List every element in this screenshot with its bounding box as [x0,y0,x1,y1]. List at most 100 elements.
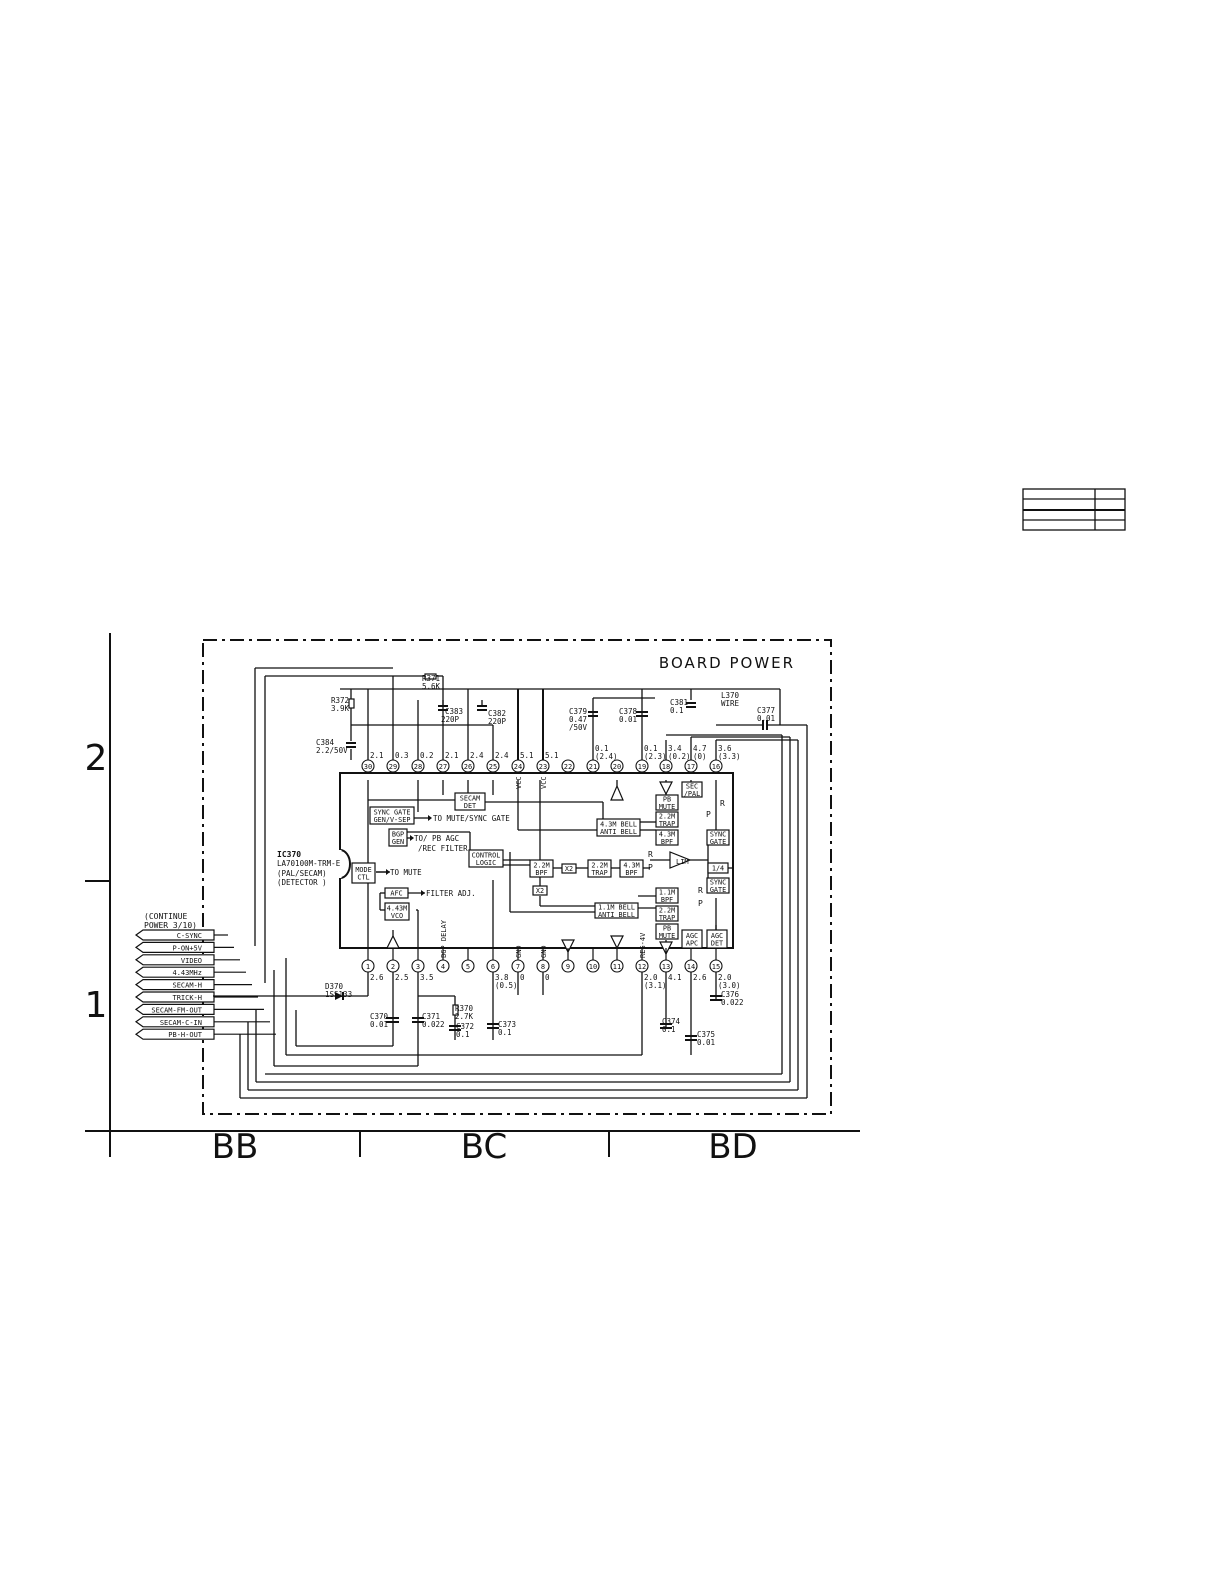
label-r1: R [720,799,725,808]
pin-number: 8 [541,963,545,971]
pin-16: 163.6(3.3) [709,744,741,773]
pin-number: 9 [566,963,570,971]
label-to-mute-sync: TO MUTE/SYNC GATE [433,814,510,823]
val-c384: 2.2/50V [316,746,348,755]
block-label: SECAM [460,794,480,802]
ref-c374: C374 [662,1017,681,1026]
block-label: ANTI BELL [598,911,635,919]
pin-number: 24 [514,763,522,771]
block-label: GEN/V-SEP [374,816,411,824]
pin-voltage: 2.0 [644,973,658,982]
pin-voltage: 0 [545,973,550,982]
block-label: 1.1M BELL [598,903,635,911]
pin-voltage: 2.6 [370,973,384,982]
ref-c371: C371 [422,1012,440,1021]
pin-voltage: 5.1 [545,751,559,760]
block-label: AGC [686,932,698,940]
pin-voltage: 2.4 [470,751,484,760]
label-p1: P [706,810,711,819]
block-label: TRAP [659,820,675,828]
block-label: 2.2M [591,861,607,869]
connector-p-on-5v: P-ON+5V [134,941,234,954]
pin-voltage: 0.1 [644,744,658,753]
pin-number: 26 [464,763,472,771]
pin7-gnd: GND [515,945,523,958]
val2-c379: /50V [569,723,588,732]
block-label: VCO [391,912,403,920]
connector-label: TRICK-H [172,994,202,1002]
pin-number: 1 [366,963,370,971]
block-label: CONTROL [472,851,501,859]
ref-c383: C383 [445,707,463,716]
pin-number: 28 [414,763,422,771]
connector-secam-fm-out: SECAM-FM-OUT [134,1003,264,1016]
connector-c-sync: C-SYNC [134,929,228,941]
val-d370: 1SS133 [325,990,352,999]
ic-ref: IC370 [277,850,301,859]
block-label: MODE [355,866,371,874]
pin-voltage: 0.2 [420,751,434,760]
pin-number: 5 [466,963,470,971]
val-c372: 0.1 [456,1030,470,1039]
label-r3: R [698,886,703,895]
pin-13: 134.1 [659,948,682,982]
pin-8: 80 [536,948,550,982]
ic-body [338,772,734,949]
block-label: 2.2M [659,906,675,914]
pin-3: 33.5 [411,948,434,982]
connector-pb-h-out: PB-H-OUT [134,1028,276,1040]
block-label: CTL [357,873,369,881]
ref-c376: C376 [721,990,740,999]
label-rec-filter: /REC FILTER [418,844,468,853]
label-to-pb-agc: TO/ PB AGC [414,834,459,843]
continue-note-1: (CONTINUE [144,912,188,921]
pin-voltage: 2.4 [495,751,509,760]
buffer-pin20 [610,784,624,801]
pin-voltage: 5.1 [520,751,534,760]
ref-c382: C382 [488,709,506,718]
val-c374: 0.1 [662,1025,676,1034]
pin-number: 3 [416,963,420,971]
block-label: 1/4 [712,865,724,873]
block-label: /PAL [684,790,700,798]
pin-10: 10 [586,948,600,973]
val-c371: 0.022 [422,1020,445,1029]
val-c378: 0.01 [619,715,637,724]
pin-2: 22.5 [386,948,409,982]
pin-voltage-rec: (2.4) [595,752,618,761]
pin-27: 272.1 [436,751,459,773]
connector-label: SECAM-H [172,982,202,990]
ref-d370: D370 [325,982,344,991]
block-label: TRAP [591,869,607,877]
val-c373: 0.1 [498,1028,512,1037]
val-c377: 0.01 [757,714,775,723]
label-filter-adj: FILTER ADJ. [426,889,476,898]
pin-voltage: 2.1 [445,751,459,760]
pin-number: 27 [439,763,447,771]
connector-label: SECAM-FM-OUT [151,1006,202,1014]
block-label: ANTI BELL [600,828,637,836]
block-label: SYNC GATE [374,808,411,816]
block-label: SYNC [710,878,726,886]
pin-voltage: 3.4 [668,744,682,753]
pin-voltage-rec: (2.3) [644,752,667,761]
pin-14: 142.6 [684,948,707,982]
pin-number: 13 [662,963,670,971]
pin23-vcc: VCC [540,776,548,789]
pin-12: 122.0(3.1) [635,948,667,990]
zone-row-2: 2 [85,738,108,779]
pin12-reg: REG-4V [639,932,647,958]
pin-number: 29 [389,763,397,771]
block-label: AFC [390,890,402,898]
block-label: GEN [392,838,404,846]
